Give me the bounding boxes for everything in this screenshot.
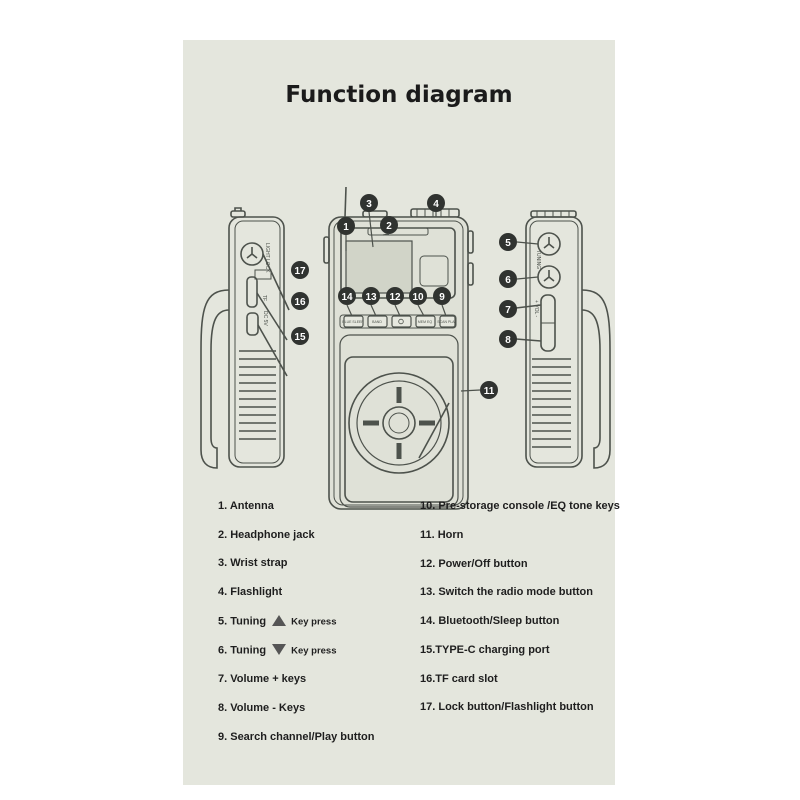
side-tf-label: TF bbox=[261, 295, 267, 301]
btn-14-label: BLUE SLEEP bbox=[342, 320, 364, 324]
legend-item-5: 5. Tuning Key press bbox=[218, 615, 337, 628]
svg-text:12: 12 bbox=[389, 292, 401, 303]
callout-14: 14 bbox=[338, 287, 356, 305]
svg-text:4: 4 bbox=[433, 199, 439, 210]
svg-text:2: 2 bbox=[386, 221, 392, 232]
callout-13: 13 bbox=[362, 287, 380, 305]
triangle-up-icon bbox=[272, 615, 287, 626]
mem-eq-key[interactable] bbox=[415, 315, 436, 328]
blue-sleep-key[interactable] bbox=[343, 315, 364, 328]
side-usb-label: DC 5V bbox=[262, 311, 268, 326]
right-tuning-label: TUNING bbox=[535, 250, 541, 269]
legend-item-3: 3. Wrist strap bbox=[218, 557, 288, 569]
legend-item-5-label: 5. Tuning bbox=[218, 615, 267, 628]
left-side-view bbox=[200, 207, 290, 469]
callout-16: 16 bbox=[291, 292, 309, 310]
legend-item-2: 2. Headphone jack bbox=[218, 529, 315, 541]
legend-item-12: 12. Power/Off button bbox=[420, 558, 528, 570]
svg-text:1: 1 bbox=[343, 222, 349, 233]
callout-2: 2 bbox=[380, 216, 398, 234]
legend-item-11: 11. Horn bbox=[420, 529, 464, 541]
legend-item-5-sub: Key press bbox=[291, 616, 337, 628]
power-icon bbox=[398, 318, 404, 325]
svg-text:11: 11 bbox=[484, 386, 495, 397]
legend-item-9: 9. Search channel/Play button bbox=[218, 731, 375, 743]
callout-7: 7 bbox=[499, 300, 517, 318]
svg-text:7: 7 bbox=[505, 305, 511, 316]
front-view bbox=[323, 186, 474, 510]
callout-8: 8 bbox=[499, 330, 517, 348]
svg-text:14: 14 bbox=[341, 292, 353, 303]
side-lock-label: LIGHT LOCK bbox=[264, 243, 270, 273]
function-diagram-panel: Function diagram bbox=[183, 40, 620, 785]
svg-text:5: 5 bbox=[505, 238, 511, 249]
svg-text:8: 8 bbox=[505, 335, 511, 346]
callout-4: 4 bbox=[427, 194, 445, 212]
svg-text:16: 16 bbox=[294, 297, 306, 308]
legend-item-1: 1. Antenna bbox=[218, 500, 274, 512]
triangle-down-icon bbox=[272, 644, 287, 655]
right-vol-label: + VOL - bbox=[533, 300, 539, 318]
callout-12: 12 bbox=[386, 287, 404, 305]
legend-item-4: 4. Flashlight bbox=[218, 586, 283, 598]
legend-item-16: 16.TF card slot bbox=[420, 673, 498, 685]
legend-item-17: 17. Lock button/Flashlight button bbox=[420, 701, 594, 713]
svg-text:15: 15 bbox=[294, 332, 306, 343]
callout-11: 11 bbox=[480, 381, 498, 399]
legend-item-6-label: 6. Tuning bbox=[218, 644, 267, 657]
legend-item-10: 10. Pre-storage console /EQ tone keys bbox=[420, 500, 620, 512]
btn-10-label: MEM EQ bbox=[418, 320, 432, 324]
right-side-view bbox=[515, 210, 611, 469]
callout-9: 9 bbox=[433, 287, 451, 305]
legend-item-6-sub: Key press bbox=[291, 645, 337, 657]
callout-10: 10 bbox=[409, 287, 427, 305]
legend-item-13: 13. Switch the radio mode button bbox=[420, 586, 593, 598]
legend-item-8: 8. Volume - Keys bbox=[218, 702, 306, 714]
btn-9-label: SCAN PLAY bbox=[437, 320, 457, 324]
callout-6: 6 bbox=[499, 270, 517, 288]
legend-item-7: 7. Volume + keys bbox=[218, 673, 307, 685]
btn-13-label: BAND bbox=[372, 320, 382, 324]
svg-text:13: 13 bbox=[365, 292, 377, 303]
callout-17: 17 bbox=[291, 261, 309, 279]
legend-item-6: 6. Tuning Key press bbox=[218, 644, 337, 657]
power-key[interactable] bbox=[391, 315, 412, 328]
callout-3: 3 bbox=[360, 194, 378, 212]
svg-text:6: 6 bbox=[505, 275, 511, 286]
band-key[interactable] bbox=[367, 315, 388, 328]
device-illustration: LIGHT LOCK TF DC 5V TUNING + VOL - BLUE … bbox=[200, 186, 611, 510]
scan-play-key[interactable] bbox=[439, 315, 456, 328]
svg-text:10: 10 bbox=[412, 292, 424, 303]
legend-item-15: 15.TYPE-C charging port bbox=[420, 644, 550, 656]
svg-text:3: 3 bbox=[366, 199, 372, 210]
callout-15: 15 bbox=[291, 327, 309, 345]
svg-text:9: 9 bbox=[439, 292, 445, 303]
callout-1: 1 bbox=[337, 217, 355, 235]
callout-5: 5 bbox=[499, 233, 517, 251]
legend-item-14: 14. Bluetooth/Sleep button bbox=[420, 615, 560, 627]
page-title: Function diagram bbox=[285, 82, 513, 108]
svg-text:17: 17 bbox=[294, 266, 306, 277]
